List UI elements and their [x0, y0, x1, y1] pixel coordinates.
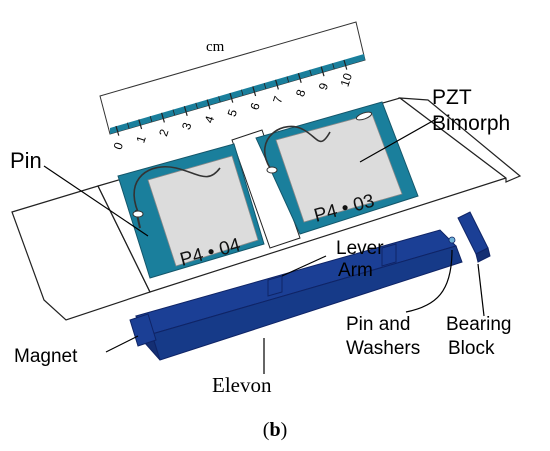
- label-elevon: Elevon: [212, 373, 272, 397]
- ruler-tick-label: 1: [133, 134, 148, 145]
- label-pzt-line2: Bimorph: [432, 112, 510, 135]
- ruler-major-tick: [183, 106, 188, 116]
- ruler-minor-tick: [286, 76, 290, 83]
- piezo-right-wire: [263, 125, 331, 169]
- ruler-minor-tick: [263, 82, 267, 89]
- leader-pin: [43, 165, 149, 237]
- piezo-right-tab: [355, 111, 373, 121]
- leader-lines: [43, 117, 485, 374]
- elevon: [129, 229, 463, 361]
- ruler-major-tick: [138, 119, 143, 130]
- housing-right-flange: [398, 97, 522, 183]
- caption-close: ): [281, 419, 288, 441]
- ruler-tick-label: 5: [225, 107, 240, 118]
- piezo-left: P4 • 04: [117, 143, 265, 279]
- ruler-tick-label: 0: [111, 140, 126, 151]
- ruler-major-tick: [206, 99, 211, 110]
- ruler-minor-tick: [127, 122, 130, 129]
- ruler-major-tick: [161, 112, 165, 123]
- leader-pzt: [359, 117, 439, 163]
- piezo-left-plate: [147, 155, 259, 267]
- ruler-minor-tick: [149, 115, 153, 122]
- ruler-major-tick: [115, 125, 120, 136]
- ruler-major-tick: [252, 86, 257, 97]
- piezo-right-plate: [275, 113, 403, 223]
- ruler-tick-label: 6: [247, 101, 262, 112]
- label-bearing-line2: Block: [448, 338, 495, 359]
- label-pin-washers-line1: Pin and: [346, 314, 410, 335]
- ruler-major-tick: [343, 59, 348, 70]
- caption-letter: b: [269, 419, 280, 441]
- label-magnet: Magnet: [14, 346, 78, 367]
- label-bearing-line1: Bearing: [446, 314, 512, 335]
- ruler-unit-label: cm: [206, 39, 225, 55]
- label-pin-washers-line2: Washers: [346, 338, 420, 359]
- piezo-left-washer: [132, 210, 144, 218]
- leader-bearing-block: [477, 263, 485, 317]
- label-pin: Pin: [10, 148, 42, 173]
- bearing-block: [457, 211, 491, 263]
- piezo-left-wire: [133, 166, 221, 213]
- piezo-right-washer: [266, 166, 278, 174]
- label-pzt-line1: PZT: [432, 86, 472, 109]
- ruler-tick-label: 10: [338, 71, 356, 88]
- ruler-base-strip: [110, 54, 365, 134]
- ruler-tick-label: 2: [156, 127, 171, 138]
- ruler-minor-tick: [309, 69, 312, 76]
- caption-open: (: [263, 419, 270, 441]
- leader-pin-washers: [405, 249, 453, 313]
- ruler-major-tick: [275, 79, 279, 90]
- ruler-major-tick: [320, 66, 325, 77]
- leader-lever-arm: [281, 255, 327, 277]
- elevon-bottom: [151, 245, 463, 361]
- ruler-minor-tick: [172, 109, 176, 116]
- lever-arm-1: [267, 275, 283, 297]
- ruler-tick-label: 9: [316, 81, 331, 92]
- ruler-minor-tick: [195, 102, 198, 109]
- elevon-end-pin: [448, 236, 456, 244]
- leader-magnet: [105, 335, 139, 353]
- housing-left-cap: [11, 185, 151, 321]
- label-lever-line1: Lever: [336, 238, 384, 259]
- figure-caption: (b): [263, 419, 287, 441]
- ruler-major-tick: [229, 92, 234, 103]
- ruler-minor-tick: [218, 96, 221, 103]
- housing-divider: [231, 129, 301, 249]
- ruler-minor-tick: [332, 63, 335, 70]
- ruler-major-tick: [297, 73, 302, 83]
- housing-inner-edge: [97, 185, 151, 293]
- ruler-tick-label: 8: [293, 87, 308, 98]
- bearing-block-top: [457, 211, 489, 255]
- ruler-tick-label: 4: [202, 114, 217, 125]
- ruler-tick-label: 3: [179, 120, 194, 131]
- lever-arm-2: [381, 243, 397, 267]
- bearing-block-side: [475, 247, 491, 263]
- label-lever-line2: Arm: [338, 260, 373, 281]
- ruler-minor-tick: [241, 89, 244, 96]
- ruler-tick-label: 7: [270, 94, 285, 105]
- piezo-right: P4 • 03: [255, 101, 419, 235]
